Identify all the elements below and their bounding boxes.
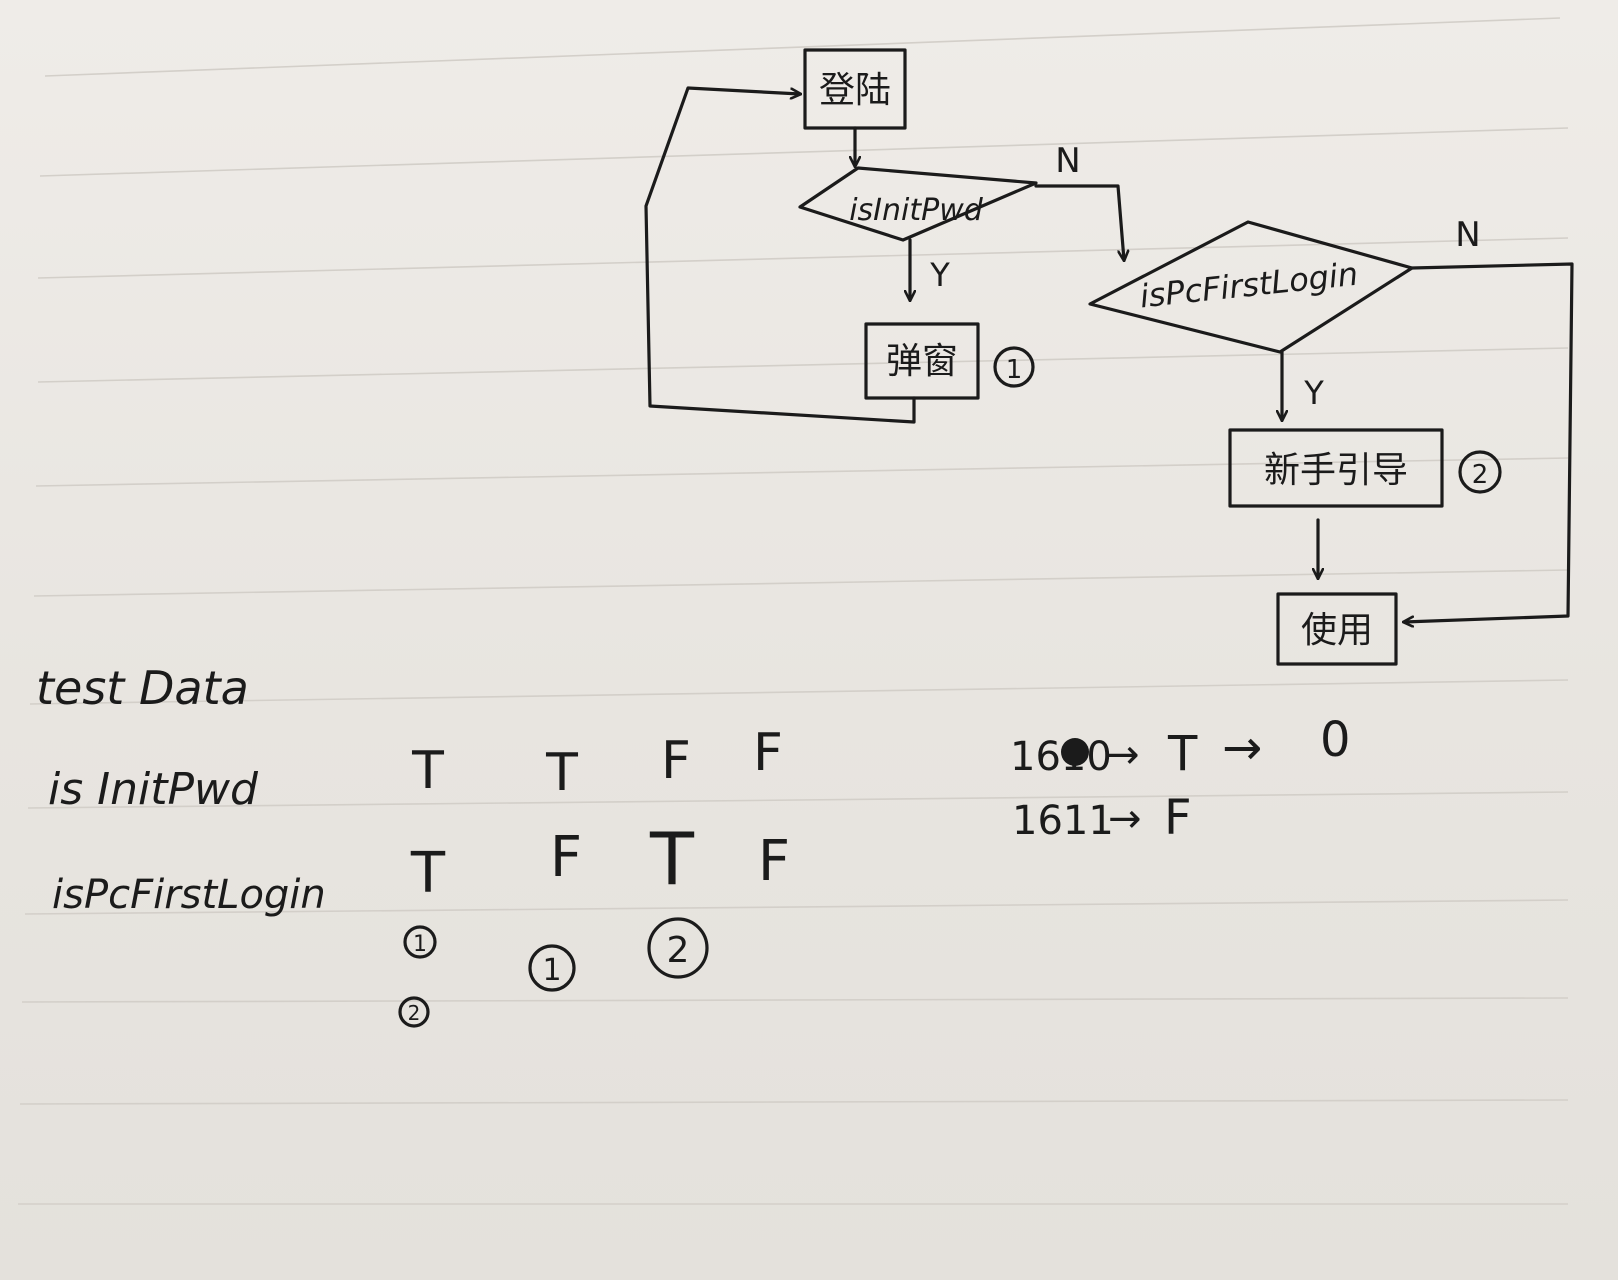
popup-box [864, 322, 980, 400]
firstlogin-value-3: T [649, 817, 695, 901]
initpwd-value-3: F [661, 731, 691, 791]
result-col1-marker-1 [403, 925, 437, 959]
note2-arrow: → [1108, 796, 1142, 842]
guide-marker: 2 [1472, 460, 1489, 490]
initpwd-yes-label: Y [929, 256, 950, 294]
note1-code: 1610 [1010, 734, 1112, 780]
guide-marker-circle [1458, 450, 1502, 494]
initpwd-value-1: T [411, 741, 444, 801]
popup-marker-circle [993, 346, 1035, 388]
firstlogin-value-4: F [758, 829, 790, 894]
firstlogin-no-label: N [1455, 215, 1480, 255]
popup-marker: 1 [1006, 355, 1023, 385]
result-col1-marker-1-text: 1 [413, 932, 427, 957]
firstlogin-label: isPcFirstLogin [1138, 255, 1360, 316]
arrow-firstlogin-no [1404, 262, 1574, 622]
firstlogin-value-2: F [550, 825, 582, 890]
ruled-lines [18, 17, 1569, 1205]
note1-blot [1061, 738, 1089, 766]
result-col1-marker-2-text: 2 [408, 1001, 421, 1025]
result-col2-marker [528, 944, 576, 992]
test-data-title: test Data [36, 661, 249, 715]
note1-arrow2: → [1222, 720, 1262, 776]
use-label: 使用 [1301, 610, 1373, 651]
initpwd-value-4: F [753, 723, 783, 783]
note-line-2: 1611 → F [1012, 790, 1192, 846]
use-box [1276, 592, 1398, 666]
login-label: 登陆 [819, 70, 891, 111]
initpwd-label: isInitPwd [849, 193, 984, 228]
result-col3-marker-text: 2 [667, 930, 690, 971]
note1-value: T [1167, 726, 1198, 782]
popup-label: 弹窗 [886, 341, 958, 382]
row-label-initpwd: is InitPwd [48, 764, 259, 815]
note2-value: F [1164, 790, 1192, 846]
result-col1-marker-2 [398, 996, 430, 1028]
note-line-1: 1610 → T → 0 [1010, 712, 1351, 782]
row-label-firstlogin: isPcFirstLogin [52, 872, 326, 918]
initpwd-value-2: T [545, 743, 578, 803]
guide-box [1228, 428, 1444, 508]
note1-arrow: → [1106, 732, 1140, 778]
result-col3-marker [647, 917, 709, 979]
arrow-popup-loop-to-login [644, 86, 916, 424]
note1-result: 0 [1320, 712, 1351, 768]
initpwd-diamond [798, 166, 1038, 242]
arrow-initpwd-no [1034, 184, 1124, 260]
firstlogin-yes-label: Y [1303, 374, 1324, 412]
result-col2-marker-text: 1 [542, 953, 561, 988]
note2-code: 1611 [1012, 798, 1114, 844]
initpwd-no-label: N [1055, 141, 1080, 181]
guide-label: 新手引导 [1264, 450, 1408, 491]
firstlogin-value-1: T [410, 841, 446, 906]
